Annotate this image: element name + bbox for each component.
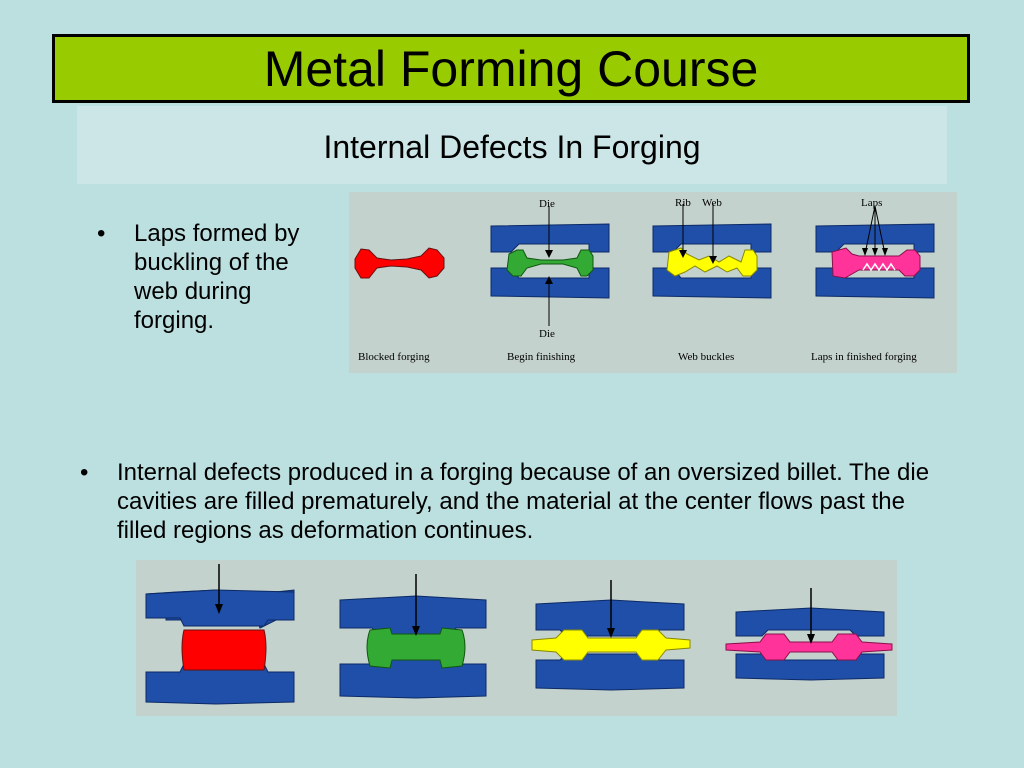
- bullet-text: Internal defects produced in a forging b…: [117, 459, 930, 544]
- bullet-internal-defects: • Internal defects produced in a forging…: [80, 458, 950, 545]
- web-label: Web: [702, 197, 722, 209]
- web-buckles-panel: [652, 204, 772, 299]
- caption-begin-finishing: Begin finishing: [507, 351, 576, 363]
- blocked-forging-shape: [354, 247, 445, 279]
- caption-blocked-forging: Blocked forging: [358, 351, 430, 363]
- bullet-marker: •: [80, 459, 89, 486]
- caption-web-buckles: Web buckles: [678, 351, 734, 363]
- green-billet-panel: [339, 574, 487, 699]
- bullet-marker: •: [97, 220, 106, 247]
- die-bottom-label: Die: [539, 328, 555, 340]
- pink-billet-panel: [725, 588, 893, 681]
- die-top-label: Die: [539, 198, 555, 210]
- red-billet-panel: [145, 564, 295, 705]
- laps-label: Laps: [861, 197, 882, 209]
- rib-label: Rib: [675, 197, 691, 209]
- page-subtitle: Internal Defects In Forging: [323, 128, 701, 165]
- begin-finishing-panel: [490, 206, 610, 326]
- title-bar: Metal Forming Course: [52, 34, 970, 103]
- oversized-billet-figure: [136, 560, 897, 716]
- lap-formation-figure: Die Die Rib Web Laps Blocked forging Beg…: [349, 192, 957, 373]
- caption-laps-finished: Laps in finished forging: [811, 351, 917, 363]
- laps-panel: [815, 205, 935, 299]
- subtitle-box: Internal Defects In Forging: [77, 106, 947, 184]
- yellow-billet-panel: [531, 580, 691, 691]
- bullet-laps: • Laps formed by buckling of the web dur…: [97, 219, 327, 335]
- bullet-text: Laps formed by buckling of the web durin…: [134, 220, 300, 334]
- page-title: Metal Forming Course: [263, 40, 759, 97]
